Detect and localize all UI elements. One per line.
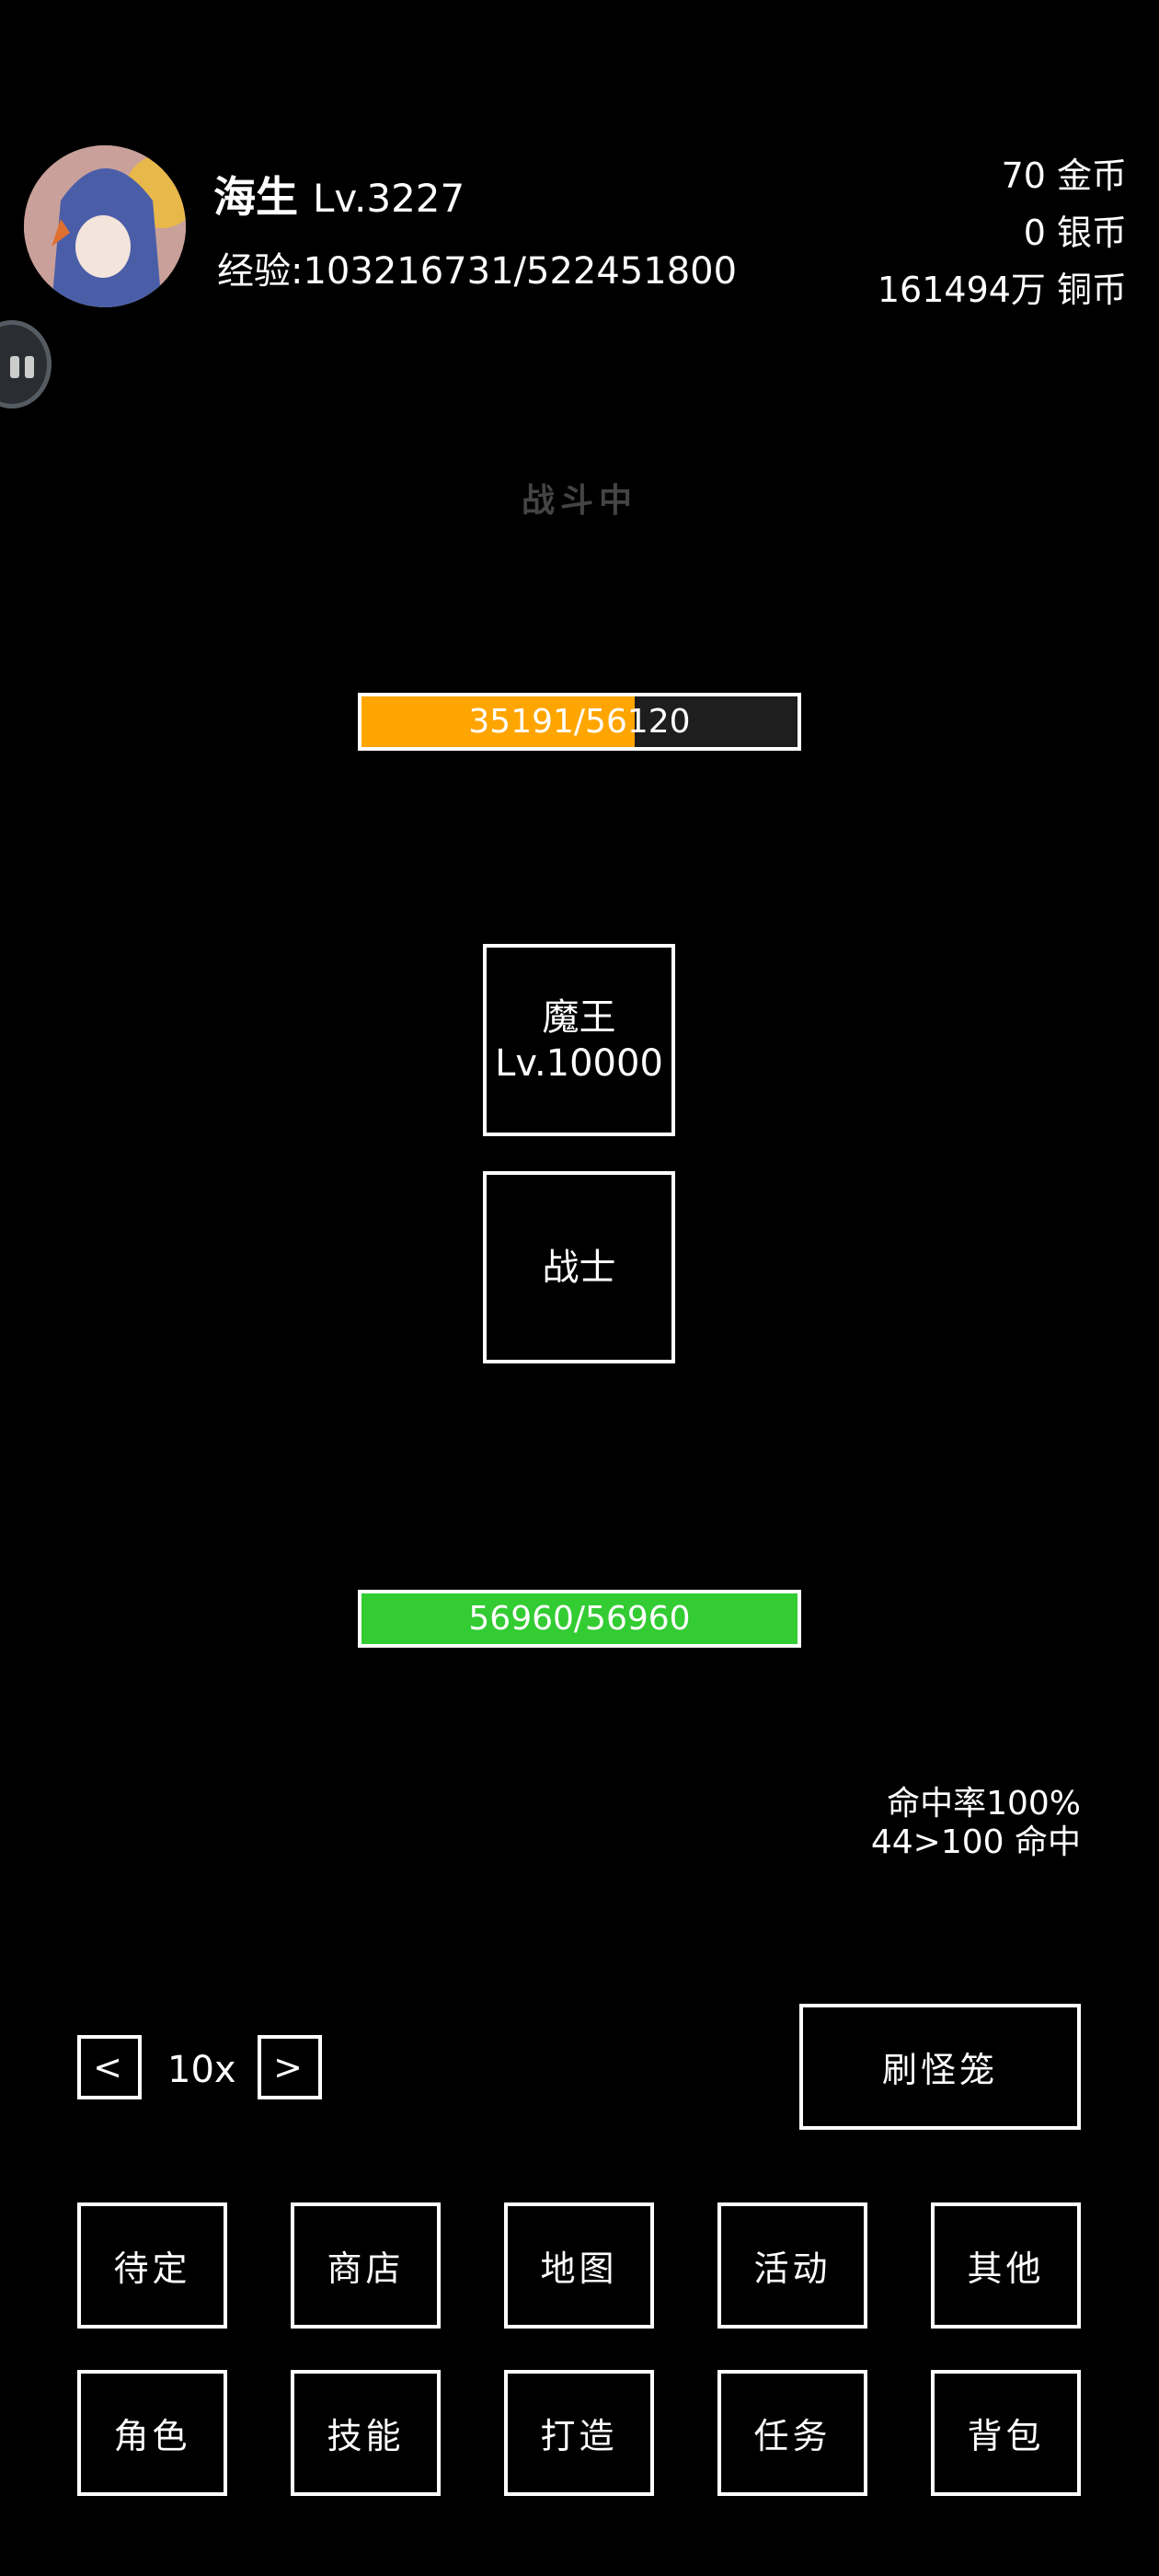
copper-amount: 161494万 铜币 bbox=[877, 270, 1127, 310]
menu-button-shop[interactable]: 商店 bbox=[291, 2202, 441, 2329]
player-hp-fill bbox=[361, 1593, 798, 1644]
pause-bar-icon bbox=[25, 356, 34, 378]
menu-button-pending[interactable]: 待定 bbox=[77, 2202, 227, 2329]
hit-rate: 命中率100% bbox=[887, 1785, 1081, 1823]
avatar[interactable] bbox=[24, 145, 186, 307]
hit-info: 命中率100% 44>100 命中 bbox=[871, 1785, 1081, 1862]
floating-assist-button[interactable] bbox=[0, 320, 52, 408]
player-unit-name: 战士 bbox=[542, 1246, 616, 1289]
speed-increase-button[interactable]: > bbox=[258, 2035, 322, 2099]
player-exp: 经验:103216731/522451800 bbox=[217, 250, 738, 293]
speed-decrease-button[interactable]: < bbox=[77, 2035, 142, 2099]
menu-button-crafting[interactable]: 打造 bbox=[504, 2370, 654, 2496]
gold-amount: 70 金币 bbox=[1001, 155, 1127, 196]
speed-label: 10x bbox=[167, 2049, 236, 2091]
player-name: 海生 bbox=[213, 172, 298, 222]
pause-bar-icon bbox=[10, 356, 19, 378]
enemy-hp-text: 35191/56120 bbox=[468, 703, 691, 741]
enemy-unit-card[interactable]: 魔王 Lv.10000 bbox=[483, 944, 675, 1136]
player-name-level: 海生 Lv.3227 bbox=[213, 164, 465, 224]
menu-button-other[interactable]: 其他 bbox=[931, 2202, 1081, 2329]
menu-button-backpack[interactable]: 背包 bbox=[931, 2370, 1081, 2496]
monster-spawner-button[interactable]: 刷怪笼 bbox=[799, 2004, 1081, 2130]
battle-status: 战斗中 bbox=[521, 482, 637, 520]
avatar-image bbox=[24, 145, 186, 307]
player-hp-bar: 56960/56960 bbox=[358, 1590, 801, 1648]
enemy-hp-fill bbox=[361, 696, 636, 747]
silver-amount: 0 银币 bbox=[1023, 213, 1127, 253]
menu-button-character[interactable]: 角色 bbox=[77, 2370, 227, 2496]
menu-button-skills[interactable]: 技能 bbox=[291, 2370, 441, 2496]
enemy-level: Lv.10000 bbox=[495, 1041, 663, 1085]
player-level: Lv.3227 bbox=[313, 176, 465, 221]
player-unit-card[interactable]: 战士 bbox=[483, 1171, 675, 1363]
hit-roll: 44>100 命中 bbox=[870, 1823, 1081, 1861]
enemy-hp-bar: 35191/56120 bbox=[358, 693, 801, 751]
menu-button-events[interactable]: 活动 bbox=[717, 2202, 867, 2329]
menu-button-map[interactable]: 地图 bbox=[504, 2202, 654, 2329]
enemy-name: 魔王 bbox=[542, 995, 616, 1039]
menu-button-quests[interactable]: 任务 bbox=[717, 2370, 867, 2496]
player-hp-text: 56960/56960 bbox=[468, 1600, 691, 1638]
